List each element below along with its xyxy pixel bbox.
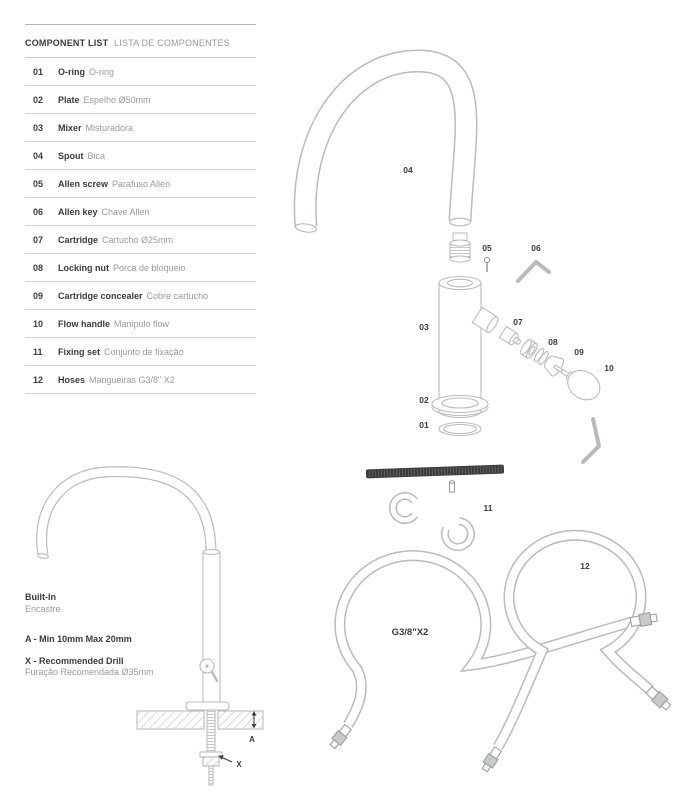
component-number: 09 [33,291,44,301]
component-row: 10 Flow handle Manipulo flow [25,310,256,338]
dim-a-label: A [249,735,255,744]
component-number: 10 [33,319,44,329]
flow-handle-part [552,364,601,401]
component-name-pt: Cartucho Ø25mm [102,235,174,245]
component-number: 01 [33,67,44,77]
component-name-pt: Espelho Ø50mm [83,95,151,105]
countertop-section [136,710,264,730]
mounting-shank [199,709,223,786]
label-01: 01 [419,420,429,430]
install-title-pt: Encastre [25,603,61,614]
washer-rings [533,348,549,365]
install-note-a: A - Min 10mm Max 20mm [25,634,132,644]
component-name-pt: Porca de bloqueio [113,263,186,273]
hose-fitting [629,611,658,628]
dim-x-label: X [236,760,242,769]
label-09: 09 [574,347,584,357]
component-number: 05 [33,179,44,189]
component-row: 05 Allen screw Parafuso Allen [25,170,256,198]
component-row: 09 Cartridge concealer Cobre cartucho [25,282,256,310]
component-number: 03 [33,123,44,133]
component-number: 06 [33,207,44,217]
label-04: 04 [403,165,413,175]
install-note-x-pt: Furação Recomendada Ø35mm [25,667,154,677]
allen-key-part [516,260,551,283]
label-11: 11 [484,503,493,513]
component-row: 06 Allen key Chave Allen [25,198,256,226]
component-name-en: Allen key [58,207,98,217]
component-row: 07 Cartridge Cartucho Ø25mm [25,226,256,254]
component-name-en: Mixer [58,123,82,133]
hose-fitting [645,685,672,711]
dimension-x-arrow [218,755,233,763]
component-list-title-pt: LISTA DE COMPONENTES [114,38,230,48]
hose-fitting [329,723,352,750]
installation-notes: Built-In Encastre A - Min 10mm Max 20mm … [25,592,215,679]
component-name-pt: O-ring [89,67,115,77]
hose-fitting [481,746,503,773]
label-05: 05 [482,243,492,253]
label-03: 03 [419,322,429,332]
fixing-set-part [365,464,505,552]
component-name-pt: Bica [87,151,106,161]
component-number: 02 [33,95,44,105]
component-name-pt: Cobre cartucho [146,291,209,301]
component-name-en: Fixing set [58,347,101,357]
component-number: 11 [33,347,43,357]
component-list: COMPONENT LIST LISTA DE COMPONENTES 01 O… [25,24,256,394]
component-name-en: Flow handle [58,319,111,329]
install-note-x-en: X - Recommended Drill [25,655,124,666]
component-name-pt: Conjunto de fixação [104,347,184,357]
component-row: 01 O-ring O-ring [25,58,256,86]
dimension-a-arrow [251,711,257,729]
component-name-en: Allen screw [58,179,109,189]
component-row: 11 Fixing set Conjunto de fixação [25,338,256,366]
allen-screw-part [483,256,491,272]
label-02: 02 [419,395,429,405]
component-name-en: Cartridge [58,235,99,245]
component-name-en: Plate [58,95,80,105]
component-list-title-en: COMPONENT LIST [25,38,109,48]
exploded-diagram: 04 05 06 07 08 09 10 03 02 01 11 12 G3/8… [293,49,672,773]
spout-part [293,49,478,233]
spout-connector-part [449,232,471,263]
component-row: 08 Locking nut Porca de bloqueio [25,254,256,282]
built-in-faucet-outline [36,466,230,711]
component-number: 08 [33,263,44,273]
install-title-en: Built-In [25,592,56,602]
component-name-en: Locking nut [58,263,109,273]
label-10: 10 [604,363,614,373]
component-row: 03 Mixer Misturadora [25,114,256,142]
component-name-pt: Parafuso Allen [112,179,171,189]
cartridge-part [498,325,521,346]
component-name-pt: Chave Allen [101,207,150,217]
plate-part [431,394,489,417]
component-row: 02 Plate Espelho Ø50mm [25,86,256,114]
component-list-title: COMPONENT LIST LISTA DE COMPONENTES [25,25,256,58]
label-06: 06 [531,243,541,253]
built-in-diagram: A X [36,466,264,786]
label-12: 12 [580,561,590,571]
hoses-part [329,529,672,773]
component-name-en: O-ring [58,67,85,77]
component-number: 04 [33,151,44,161]
component-name-pt: Manipulo flow [114,319,170,329]
hose-marking-label: G3/8"X2 [392,627,429,638]
component-name-en: Cartridge concealer [58,291,143,301]
component-row: 12 Hoses Mangueiras G3/8" X2 [25,366,256,394]
component-name-pt: Misturadora [85,123,134,133]
component-row: 04 Spout Bica [25,142,256,170]
component-name-en: Hoses [58,375,86,385]
locking-nut-part [520,339,538,359]
component-number: 07 [33,235,44,245]
label-07: 07 [513,317,523,327]
component-number: 12 [33,375,44,385]
component-name-en: Spout [58,151,84,161]
label-08: 08 [548,337,558,347]
component-name-pt: Mangueiras G3/8" X2 [89,375,175,385]
handle-allen-key [581,417,601,464]
o-ring-part [438,421,482,437]
